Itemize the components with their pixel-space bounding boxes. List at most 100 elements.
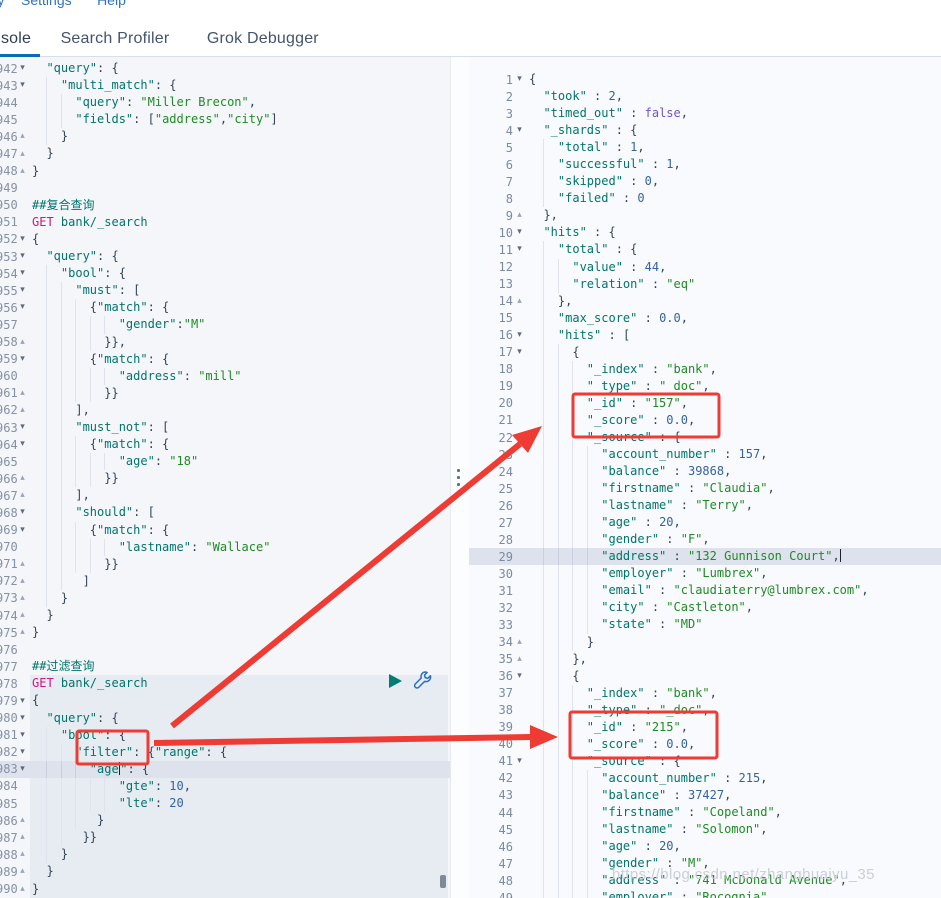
response-line[interactable]: 5 "total" : 1, — [469, 139, 941, 157]
response-line[interactable]: 3 "timed_out" : false, — [469, 105, 941, 122]
editor-scrollbar-thumb[interactable] — [440, 875, 446, 888]
fold-toggle-icon[interactable]: ▾ — [517, 74, 522, 85]
fold-toggle-icon[interactable]: ▴ — [20, 473, 25, 484]
response-line[interactable]: 37 "_index" : "bank", — [469, 684, 941, 702]
editor-line[interactable]: 987▴ }} — [0, 829, 450, 847]
fold-toggle-icon[interactable]: ▾ — [517, 755, 522, 766]
fold-toggle-icon[interactable]: ▾ — [20, 251, 25, 262]
fold-toggle-icon[interactable]: ▾ — [20, 712, 25, 723]
editor-line[interactable]: 989▴ } — [0, 863, 450, 880]
editor-line[interactable]: 966▴ }} — [0, 470, 450, 488]
editor-line[interactable]: 967▴ ], — [0, 487, 450, 505]
response-line[interactable]: 32 "city" : "Castleton", — [469, 599, 941, 617]
fold-toggle-icon[interactable]: ▴ — [20, 336, 25, 347]
response-line[interactable]: 19 "_type" : "_doc", — [469, 377, 941, 395]
response-line[interactable]: 34▴ } — [469, 633, 941, 651]
response-line[interactable]: 26 "lastname" : "Terry", — [469, 497, 941, 515]
fold-toggle-icon[interactable]: ▴ — [20, 815, 25, 826]
request-editor-panel[interactable]: 942▾ "query": {943▾ "multi_match": {944 … — [0, 57, 451, 898]
tab-grok-debugger[interactable]: Grok Debugger — [206, 30, 319, 47]
response-line[interactable]: 39 "_id" : "215", — [469, 718, 941, 736]
response-line[interactable]: 44 "firstname" : "Copeland", — [469, 804, 941, 822]
fold-toggle-icon[interactable]: ▾ — [20, 353, 25, 364]
editor-line[interactable]: 953▾ "query": { — [0, 248, 450, 265]
response-line[interactable]: 41▾ "_source" : { — [469, 752, 941, 770]
response-line[interactable]: 14▴ }, — [469, 292, 941, 310]
editor-line[interactable]: 976 — [0, 641, 450, 658]
editor-line[interactable]: 986▴ } — [0, 812, 450, 830]
response-line[interactable]: 16▾ "hits" : [ — [469, 326, 941, 344]
editor-line[interactable]: 961▴ }} — [0, 384, 450, 402]
response-line[interactable]: 11▾ "total" : { — [469, 241, 941, 259]
editor-line[interactable]: 965 "age": "18" — [0, 453, 450, 471]
response-line[interactable]: 20 "_id" : "157", — [469, 394, 941, 412]
fold-toggle-icon[interactable]: ▴ — [20, 148, 25, 159]
fold-toggle-icon[interactable]: ▾ — [20, 302, 25, 313]
editor-line[interactable]: 943▾ "multi_match": { — [0, 77, 450, 95]
response-line[interactable]: 36▾ { — [469, 667, 941, 685]
editor-line[interactable]: 974▴ } — [0, 607, 450, 624]
editor-line[interactable]: 970 "lastname": "Wallace" — [0, 538, 450, 556]
menu-history-link[interactable]: History — [0, 0, 5, 8]
fold-toggle-icon[interactable]: ▾ — [20, 763, 25, 774]
fold-toggle-icon[interactable]: ▴ — [20, 610, 25, 621]
editor-line[interactable]: 981▾ "bool": { — [0, 726, 450, 744]
response-line[interactable]: 40 "_score" : 0.0, — [469, 735, 941, 753]
fold-toggle-icon[interactable]: ▴ — [20, 165, 25, 176]
editor-line[interactable]: 959▾ {"match": { — [0, 350, 450, 368]
editor-line[interactable]: 947▴ } — [0, 145, 450, 162]
fold-toggle-icon[interactable]: ▾ — [20, 63, 25, 74]
fold-toggle-icon[interactable]: ▴ — [20, 832, 25, 843]
fold-toggle-icon[interactable]: ▾ — [20, 285, 25, 296]
editor-line[interactable]: 945 "fields": ["address","city"] — [0, 111, 450, 129]
response-line[interactable]: 18 "_index" : "bank", — [469, 360, 941, 378]
response-line[interactable]: 47 "gender" : "M", — [469, 855, 941, 873]
fold-toggle-icon[interactable]: ▴ — [20, 883, 25, 894]
editor-line[interactable]: 975▴} — [0, 624, 450, 641]
panel-resizer[interactable] — [451, 57, 470, 898]
tab-search-profiler[interactable]: Search Profiler — [60, 30, 170, 47]
editor-line[interactable]: 958▴ }}, — [0, 333, 450, 351]
editor-line[interactable]: 984 "gte": 10, — [0, 777, 450, 796]
fold-toggle-icon[interactable]: ▾ — [517, 244, 522, 255]
editor-line[interactable]: 963▾ "must_not": [ — [0, 418, 450, 437]
response-output-panel[interactable]: 1▾{2 "took" : 2,3 "timed_out" : false,4▾… — [469, 57, 941, 898]
fold-toggle-icon[interactable]: ▴ — [20, 404, 25, 415]
fold-toggle-icon[interactable]: ▴ — [20, 627, 25, 638]
menu-settings-link[interactable]: Settings — [21, 0, 72, 8]
response-line[interactable]: 9▴ }, — [469, 207, 941, 224]
editor-line[interactable]: 952▾{ — [0, 231, 450, 248]
fold-toggle-icon[interactable]: ▾ — [20, 422, 25, 433]
wrench-icon[interactable] — [412, 670, 432, 690]
response-line[interactable]: 24 "balance" : 39868, — [469, 463, 941, 481]
fold-toggle-icon[interactable]: ▾ — [20, 695, 25, 706]
response-line[interactable]: 25 "firstname" : "Claudia", — [469, 480, 941, 498]
fold-toggle-icon[interactable]: ▴ — [517, 653, 522, 664]
fold-toggle-icon[interactable]: ▴ — [20, 866, 25, 877]
editor-line[interactable]: 985 "lte": 20 — [0, 795, 450, 813]
editor-line[interactable]: 979▾{ — [0, 692, 450, 709]
response-line[interactable]: 2 "took" : 2, — [469, 88, 941, 105]
response-line[interactable]: 23 "account_number" : 157, — [469, 446, 941, 464]
response-line[interactable]: 4▾ "_shards" : { — [469, 122, 941, 139]
fold-toggle-icon[interactable]: ▴ — [20, 490, 25, 501]
editor-line[interactable]: 951GET bank/_search — [0, 214, 450, 231]
editor-line[interactable]: 980▾ "query": { — [0, 710, 450, 727]
response-line[interactable]: 49 "employer" : "Rocognia" — [469, 889, 941, 898]
response-line[interactable]: 45 "lastname" : "Solomon", — [469, 821, 941, 839]
fold-toggle-icon[interactable]: ▾ — [20, 268, 25, 279]
fold-toggle-icon[interactable]: ▴ — [517, 295, 522, 306]
fold-toggle-icon[interactable]: ▾ — [20, 746, 25, 757]
response-line[interactable]: 8 "failed" : 0 — [469, 190, 941, 208]
fold-toggle-icon[interactable]: ▾ — [20, 80, 25, 91]
tab-console[interactable]: Console — [0, 30, 32, 47]
response-line[interactable]: 21 "_score" : 0.0, — [469, 411, 941, 430]
editor-line[interactable]: 949 — [0, 180, 450, 197]
editor-line[interactable]: 971▴ }} — [0, 555, 450, 573]
fold-toggle-icon[interactable]: ▾ — [20, 729, 25, 740]
fold-toggle-icon[interactable]: ▾ — [517, 670, 522, 681]
editor-line[interactable]: 942▾ "query": { — [0, 60, 450, 77]
editor-line[interactable]: 977##过滤查询 — [0, 658, 450, 675]
response-line[interactable]: 33 "state" : "MD" — [469, 616, 941, 634]
response-line[interactable]: 15 "max_score" : 0.0, — [469, 309, 941, 327]
